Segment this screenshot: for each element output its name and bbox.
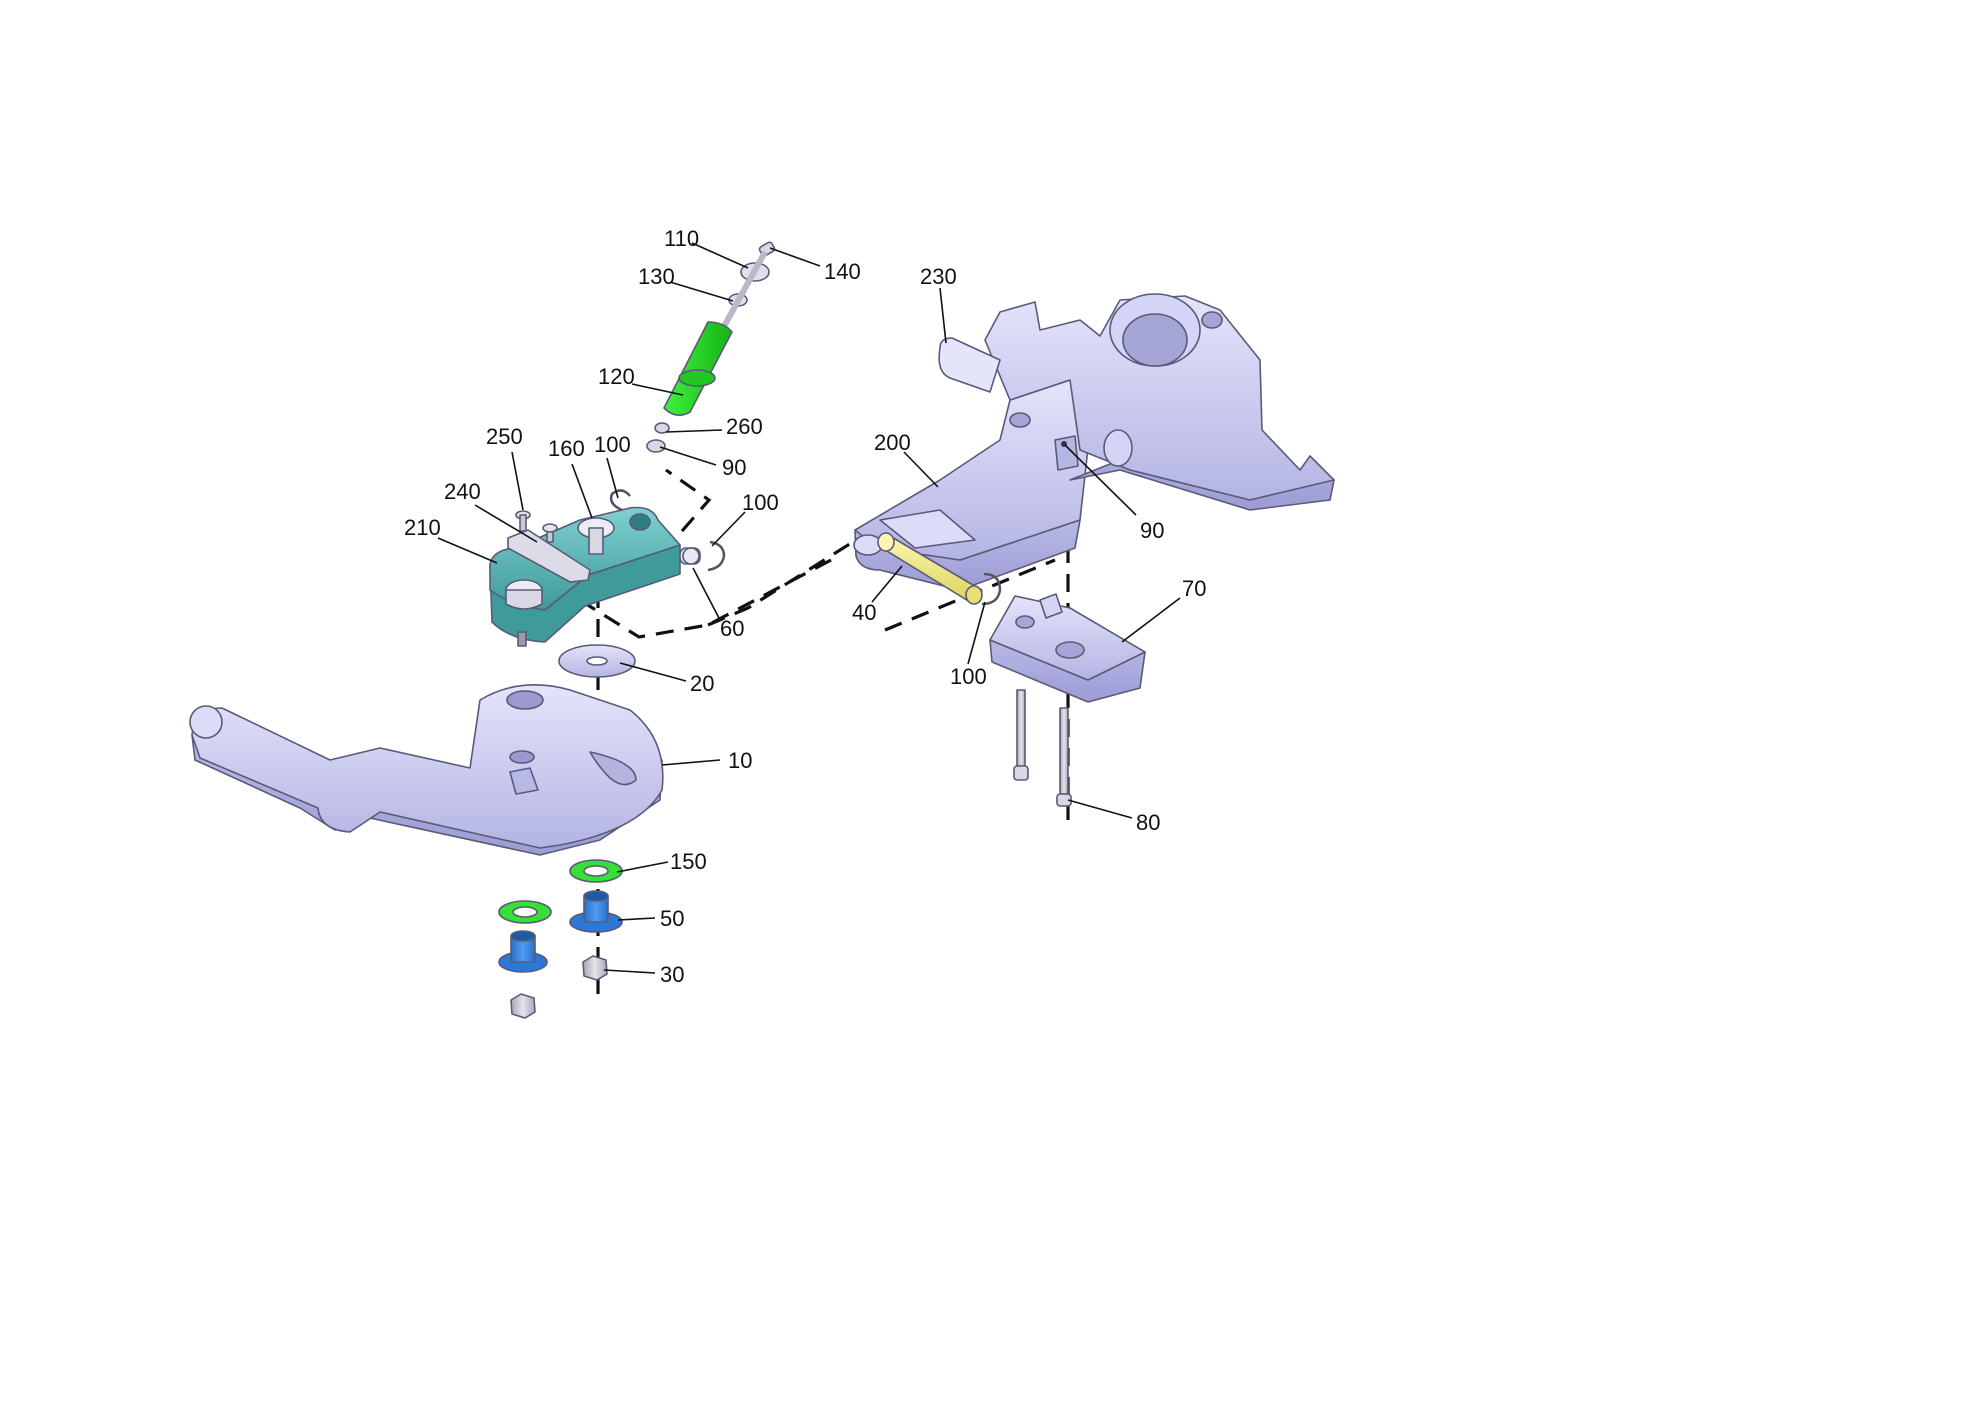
callout-100-side: 100 <box>742 490 779 515</box>
callout-60: 60 <box>720 616 744 641</box>
leader-250 <box>511 451 524 511</box>
callout-260: 260 <box>726 414 763 439</box>
leader-60 <box>692 567 721 621</box>
leader-260 <box>665 429 723 433</box>
callout-120: 120 <box>598 364 635 389</box>
part-250-screw <box>515 510 558 543</box>
leader-100c <box>967 601 986 665</box>
callout-100-top: 100 <box>594 432 631 457</box>
leader-40 <box>871 565 903 603</box>
leader-lines <box>437 242 1181 974</box>
part-50-bushing <box>498 890 623 973</box>
callout-130: 130 <box>638 264 675 289</box>
part-240-plate <box>507 529 591 583</box>
leader-30 <box>603 969 656 974</box>
callout-200: 200 <box>874 430 911 455</box>
part-40-pin <box>877 532 983 605</box>
part-70-clamp-block <box>989 593 1146 703</box>
part-100-clip-top <box>609 489 631 512</box>
callout-140: 140 <box>824 259 861 284</box>
assembly-line-bracket-to-frame <box>707 538 857 627</box>
part-10-lever-arm <box>189 684 664 856</box>
part-210-bracket <box>489 506 701 647</box>
leader-70 <box>1121 597 1181 643</box>
leader-10 <box>661 759 721 766</box>
leader-160 <box>571 463 593 519</box>
leader-100b <box>711 511 746 547</box>
callout-230: 230 <box>920 264 957 289</box>
leader-200 <box>903 451 939 488</box>
leader-240 <box>474 504 538 543</box>
leader-140 <box>769 247 821 267</box>
callout-240: 240 <box>444 479 481 504</box>
leader-90a <box>659 446 717 466</box>
leader-110 <box>691 242 749 269</box>
assembly-line-pin-to-frame <box>566 558 832 639</box>
leader-90b <box>1064 444 1137 516</box>
callout-100-pin: 100 <box>950 664 987 689</box>
part-100-clip-side <box>707 540 726 572</box>
callout-90-frame: 90 <box>1140 518 1164 543</box>
callout-210: 210 <box>404 515 441 540</box>
part-260-spacer <box>654 422 670 434</box>
part-120-spring-damper <box>663 321 733 416</box>
part-100-clip-pin <box>981 572 1002 606</box>
part-20-washer <box>558 644 636 678</box>
leader-210 <box>437 537 498 564</box>
part-30-nut <box>510 955 608 1019</box>
leader-230 <box>939 287 947 344</box>
part-rod <box>719 250 768 332</box>
leader-130 <box>669 281 734 302</box>
callout-70: 70 <box>1182 576 1206 601</box>
callout-80: 80 <box>1136 810 1160 835</box>
part-150-washer <box>498 859 623 924</box>
leader-100a <box>606 457 619 499</box>
callout-40: 40 <box>852 600 876 625</box>
callout-30: 30 <box>660 962 684 987</box>
leader-80 <box>1067 799 1133 819</box>
callout-160: 160 <box>548 436 585 461</box>
leader-20 <box>619 662 687 682</box>
part-80-bolts <box>1013 689 1072 807</box>
callout-110: 110 <box>664 226 699 251</box>
part-200-main-frame <box>853 379 1091 591</box>
callout-250: 250 <box>486 424 523 449</box>
callout-150: 150 <box>670 849 707 874</box>
callout-labels: 110 140 130 120 260 90 250 160 100 240 2… <box>404 226 1206 987</box>
assembly-line-damper <box>661 468 712 555</box>
part-90-washer-top <box>646 439 666 453</box>
part-160-bolt <box>588 527 604 555</box>
callout-50: 50 <box>660 906 684 931</box>
callout-90-top: 90 <box>722 455 746 480</box>
part-60-pin <box>682 547 700 565</box>
part-230-frame <box>938 293 1335 511</box>
callout-20: 20 <box>690 671 714 696</box>
leader-120 <box>631 383 684 396</box>
leader-150 <box>616 861 669 873</box>
leader-50 <box>617 917 656 921</box>
callout-10: 10 <box>728 748 752 773</box>
